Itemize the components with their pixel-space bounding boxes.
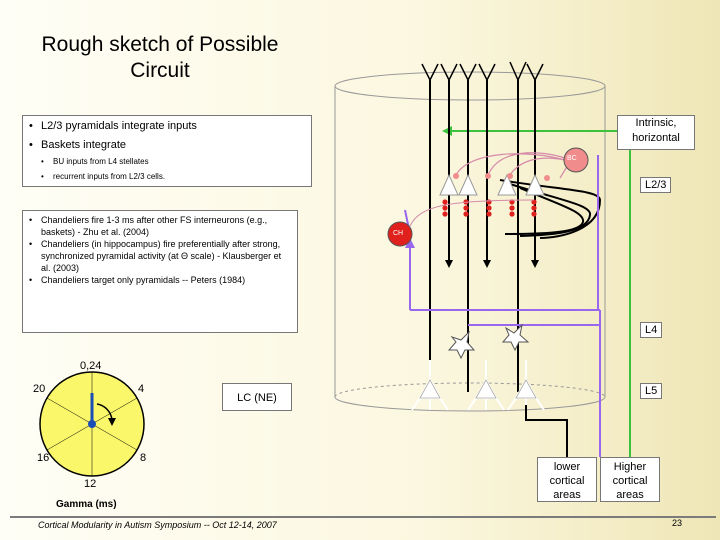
chandelier-cartridges	[442, 199, 537, 217]
layer-l23-label: L2/3	[640, 177, 672, 193]
sub-bullet-recurrent: •recurrent inputs from L2/3 cells.	[41, 172, 166, 181]
gamma-clock	[39, 371, 145, 477]
bullet-chandelier-targets: •Chandeliers target only pyramidals -- P…	[29, 275, 246, 285]
footer-text: Cortical Modularity in Autism Symposium …	[38, 520, 277, 530]
bullet-chandelier-hippocampus: •Chandeliers (in hippocampus) fire prefe…	[29, 239, 282, 273]
intrinsic-horizontal-pathway	[450, 130, 631, 457]
lc-ne-box: LC (NE)	[222, 383, 292, 411]
clock-label-right: 4	[138, 383, 145, 395]
bc-cell	[563, 147, 589, 173]
sub-bullet-bu-inputs: •BU inputs from L4 stellates	[41, 157, 149, 166]
recurrent-loops	[499, 179, 602, 239]
ch-cell	[387, 221, 413, 247]
slide-title: Rough sketch of Possible Circuit	[41, 33, 279, 82]
footer-divider	[10, 516, 716, 518]
chandelier-notes-box: •Chandeliers fire 1-3 ms after other FS …	[22, 210, 298, 333]
l4-stellate-cells	[447, 323, 530, 360]
axon-arrowheads	[445, 260, 539, 268]
clock-label-bottom: 12	[84, 478, 97, 490]
bc-synapses	[453, 173, 550, 181]
clock-label-top: 0,24	[80, 360, 102, 372]
bullet-l23-pyramidals: •L2/3 pyramidals integrate inputs	[29, 120, 197, 132]
chandelier-axon-lines	[409, 199, 535, 227]
bc-label: BC	[567, 155, 577, 162]
clock-label-bottom-left: 16	[37, 452, 50, 464]
cortical-column-cylinder	[334, 71, 606, 412]
ch-up-arrowhead	[405, 238, 415, 248]
apical-dendrite-tufts	[421, 61, 544, 82]
higher-cortical-areas-box: Higher cortical areas	[600, 457, 660, 502]
page-number: 23	[672, 518, 683, 528]
bullet-baskets: •Baskets integrate	[29, 139, 126, 151]
clock-label-left: 20	[33, 383, 46, 395]
layer-l5-label: L5	[640, 383, 663, 399]
layer-l4-label: L4	[640, 322, 663, 338]
clock-caption: Gamma (ms)	[56, 499, 117, 510]
clock-label-bottom-right: 8	[140, 452, 147, 464]
pyramidal-axons	[429, 80, 536, 392]
lower-cortical-areas-box: lower cortical areas	[537, 457, 597, 502]
bullet-chandelier-timing: •Chandeliers fire 1-3 ms after other FS …	[29, 215, 268, 237]
chandelier-connections	[404, 155, 601, 457]
integration-notes-box: •L2/3 pyramidals integrate inputs •Baske…	[22, 115, 312, 187]
intrinsic-arrowhead	[442, 126, 452, 136]
ch-label: CH	[393, 230, 404, 237]
intrinsic-horizontal-label: Intrinsic, horizontal	[617, 115, 695, 150]
output-to-lower	[525, 405, 568, 457]
l5-pyramidal-cells	[411, 360, 545, 411]
l5-cell-outlines	[419, 379, 537, 399]
l23-pyramidal-cells	[439, 173, 545, 196]
